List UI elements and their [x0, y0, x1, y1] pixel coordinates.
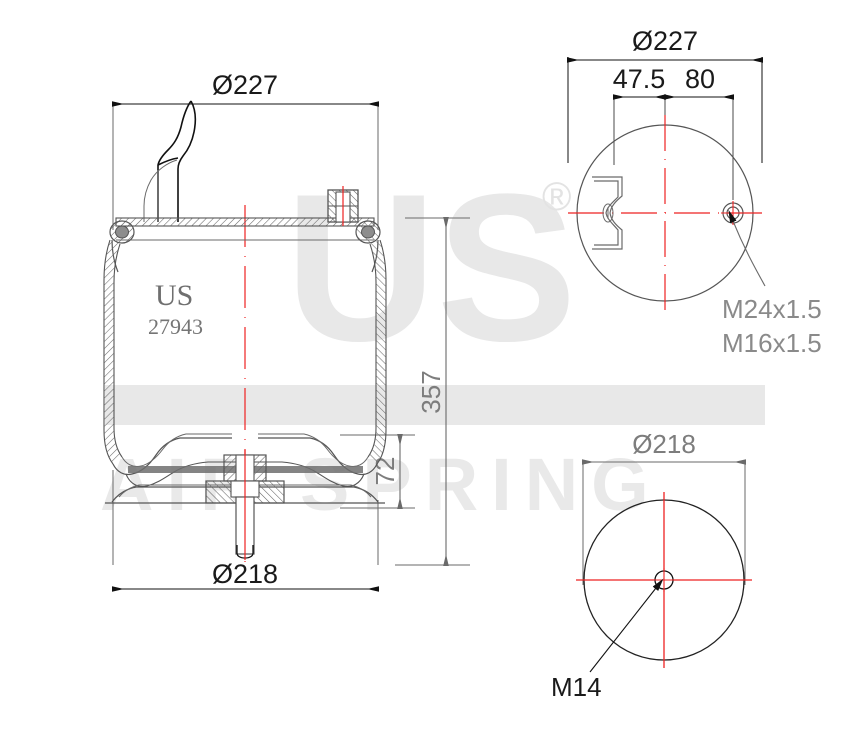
rolling-lobe-right [258, 433, 378, 476]
product-label-part-number: 27943 [148, 314, 203, 339]
rolling-lobe-left [112, 433, 232, 476]
bellows-wall-right [367, 239, 387, 465]
dimension-label-od-top: Ø227 [212, 70, 278, 100]
air-port-fitting [327, 186, 359, 226]
thread-callout-air-port: M24x1.5 [722, 294, 822, 324]
dimension-label-od-bottom: Ø218 [212, 559, 278, 589]
thread-callout-blind-nut-label: M16x1.5 [722, 328, 822, 358]
watermark-brand-text: US [285, 150, 577, 385]
thread-callout-air-port-label: M24x1.5 [722, 294, 822, 324]
bead-ring-left [109, 220, 135, 273]
top-plan-witness-lines-inner [613, 97, 734, 200]
bellows-wall-left [103, 239, 123, 465]
dimension-height-overall: 357 [395, 217, 470, 566]
bead-ring-right [355, 220, 381, 273]
watermark-bar [105, 385, 765, 425]
dimension-plate-od: Ø227 [567, 26, 763, 63]
dimension-label-plate-od: Ø227 [632, 26, 698, 56]
bracket-channel-plan [592, 176, 623, 250]
front-view-witness-lines [112, 104, 379, 565]
bottom-plan-view: Ø218 M14 [551, 429, 752, 702]
stud-thread-leader [589, 578, 664, 673]
front-sectional-view: Ø227 Ø218 357 72 [103, 70, 470, 592]
dimension-od-bottom: Ø218 [112, 559, 379, 592]
dimension-od-top: Ø227 [112, 70, 379, 107]
inner-fold-lines [125, 461, 365, 488]
dimension-offset-a: 47.5 [613, 64, 666, 100]
product-label: US 27943 [148, 279, 203, 339]
dimension-label-piston-od: Ø218 [632, 429, 696, 459]
thread-callout-blind-nut: M16x1.5 [722, 328, 822, 358]
dimension-piston-od: Ø218 [582, 429, 746, 465]
thread-callout-stud: M14 [551, 672, 602, 702]
dimension-offset-b: 80 [664, 64, 734, 100]
dimension-label-offset-b: 80 [685, 64, 715, 94]
thread-callout-group: M24x1.5 M16x1.5 [722, 294, 822, 358]
top-plan-witness-lines [567, 57, 763, 163]
bottom-plan-witness-lines [582, 461, 746, 585]
dimension-label-height-overall: 357 [416, 370, 446, 413]
top-bracket-thin-lines [143, 159, 178, 222]
top-mounting-bracket [157, 100, 197, 222]
watermark-registered-icon: ® [542, 175, 571, 219]
dimension-label-offset-a: 47.5 [613, 64, 666, 94]
thread-callout-leader [728, 209, 766, 287]
top-plan-view: Ø227 47.5 80 [567, 26, 822, 358]
product-label-brand: US [155, 279, 193, 312]
center-stud-assembly [205, 450, 285, 560]
